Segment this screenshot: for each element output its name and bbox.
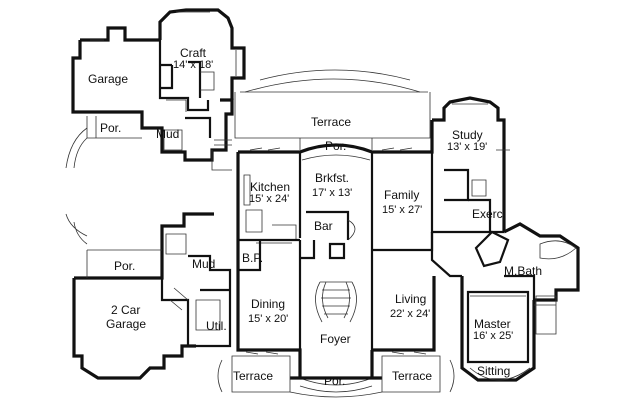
upper-center-walls bbox=[211, 69, 434, 244]
right-wing-walls bbox=[430, 96, 580, 382]
room-label-bp: B.P. bbox=[242, 251, 263, 265]
room-label-mud-lower: Mud bbox=[192, 257, 215, 271]
room-label-2-car: 2 Car bbox=[111, 303, 140, 317]
room-label-family: Family bbox=[384, 188, 419, 202]
lower-left-wing-walls bbox=[65, 212, 232, 380]
room-dims-brkfst: 17' x 13' bbox=[312, 187, 352, 199]
room-label-por-bottom: Por. bbox=[324, 374, 345, 388]
room-label-terrace-top: Terrace bbox=[311, 115, 351, 129]
room-dims-living: 22' x 24' bbox=[390, 308, 430, 320]
room-label-kitchen: Kitchen bbox=[250, 180, 290, 194]
room-label-terrace-bl: Terrace bbox=[233, 369, 273, 383]
room-label-util: Util. bbox=[206, 319, 227, 333]
room-label-foyer: Foyer bbox=[320, 332, 351, 346]
room-label-living: Living bbox=[395, 292, 426, 306]
room-label-exerc: Exerc. bbox=[472, 207, 506, 221]
room-label-study: Study bbox=[452, 128, 483, 142]
room-dims-study: 13' x 19' bbox=[447, 141, 487, 153]
room-label-por-mid: Por. bbox=[114, 259, 135, 273]
room-label-craft: Craft bbox=[180, 46, 207, 60]
room-dims-dining: 15' x 20' bbox=[248, 313, 288, 325]
room-label-garage-lower: Garage bbox=[106, 317, 146, 331]
room-label-mud-upper: Mud bbox=[156, 127, 179, 141]
room-dims-family: 15' x 27' bbox=[382, 204, 422, 216]
upper-left-wing-walls bbox=[65, 8, 246, 169]
room-label-terrace-br: Terrace bbox=[392, 369, 432, 383]
room-dims-kitchen: 15' x 24' bbox=[249, 193, 289, 205]
room-label-garage: Garage bbox=[88, 72, 128, 86]
room-labels: Garage Craft 14' x 18' Por. Mud Terrace … bbox=[88, 46, 542, 388]
room-label-mbath: M.Bath bbox=[504, 264, 542, 278]
room-label-dining: Dining bbox=[251, 297, 285, 311]
room-label-bar: Bar bbox=[314, 219, 333, 233]
room-label-por-left: Por. bbox=[100, 121, 121, 135]
room-dims-craft: 14' x 18' bbox=[173, 59, 213, 71]
room-dims-master: 16' x 25' bbox=[473, 330, 513, 342]
room-label-brkfst: Brkfst. bbox=[315, 171, 349, 185]
room-label-master: Master bbox=[474, 317, 511, 331]
lower-center-walls bbox=[217, 232, 455, 398]
room-label-sitting: Sitting bbox=[477, 364, 510, 378]
room-label-por-top: Por. bbox=[325, 139, 346, 153]
